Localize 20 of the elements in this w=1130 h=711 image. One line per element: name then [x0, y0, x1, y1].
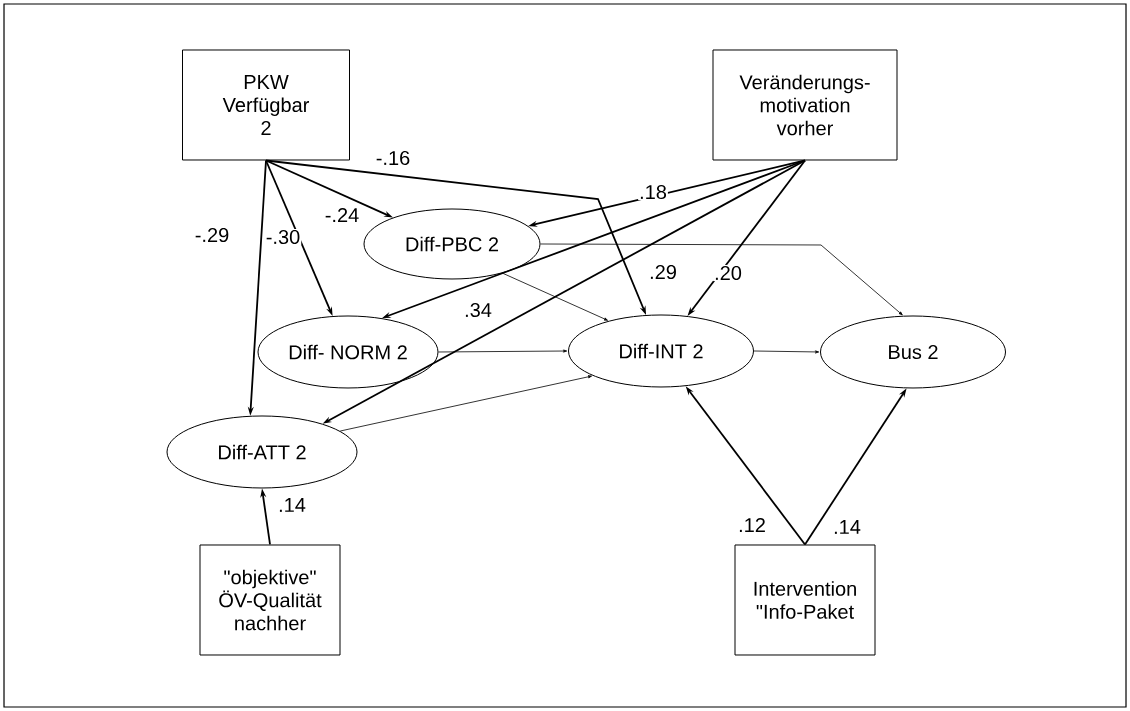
variable-box: Intervention "Info-Paket — [734, 544, 876, 656]
variable-box: Veränderungs- motivation vorher — [712, 49, 898, 161]
arrow — [540, 243, 903, 316]
arrow — [502, 272, 608, 321]
arrow — [438, 349, 568, 353]
edge-label: .20 — [713, 264, 743, 282]
edge-label: .14 — [832, 519, 862, 535]
edge-label: -.29 — [193, 226, 231, 244]
variable-box: "objektive" ÖV-Qualität nachher — [199, 544, 341, 656]
edge-label: .14 — [277, 497, 307, 513]
edge-label: .12 — [737, 517, 767, 533]
edge-label: .29 — [648, 263, 678, 281]
edge-label: .18 — [638, 183, 668, 201]
variable-box: PKW Verfügbar 2 — [182, 49, 350, 161]
edge-label: .34 — [463, 301, 493, 319]
edge-label: -.30 — [264, 228, 302, 246]
arrow — [753, 350, 820, 354]
edge-label: -.24 — [323, 207, 361, 223]
edge-label: -.16 — [374, 149, 412, 167]
arrow — [339, 375, 592, 432]
